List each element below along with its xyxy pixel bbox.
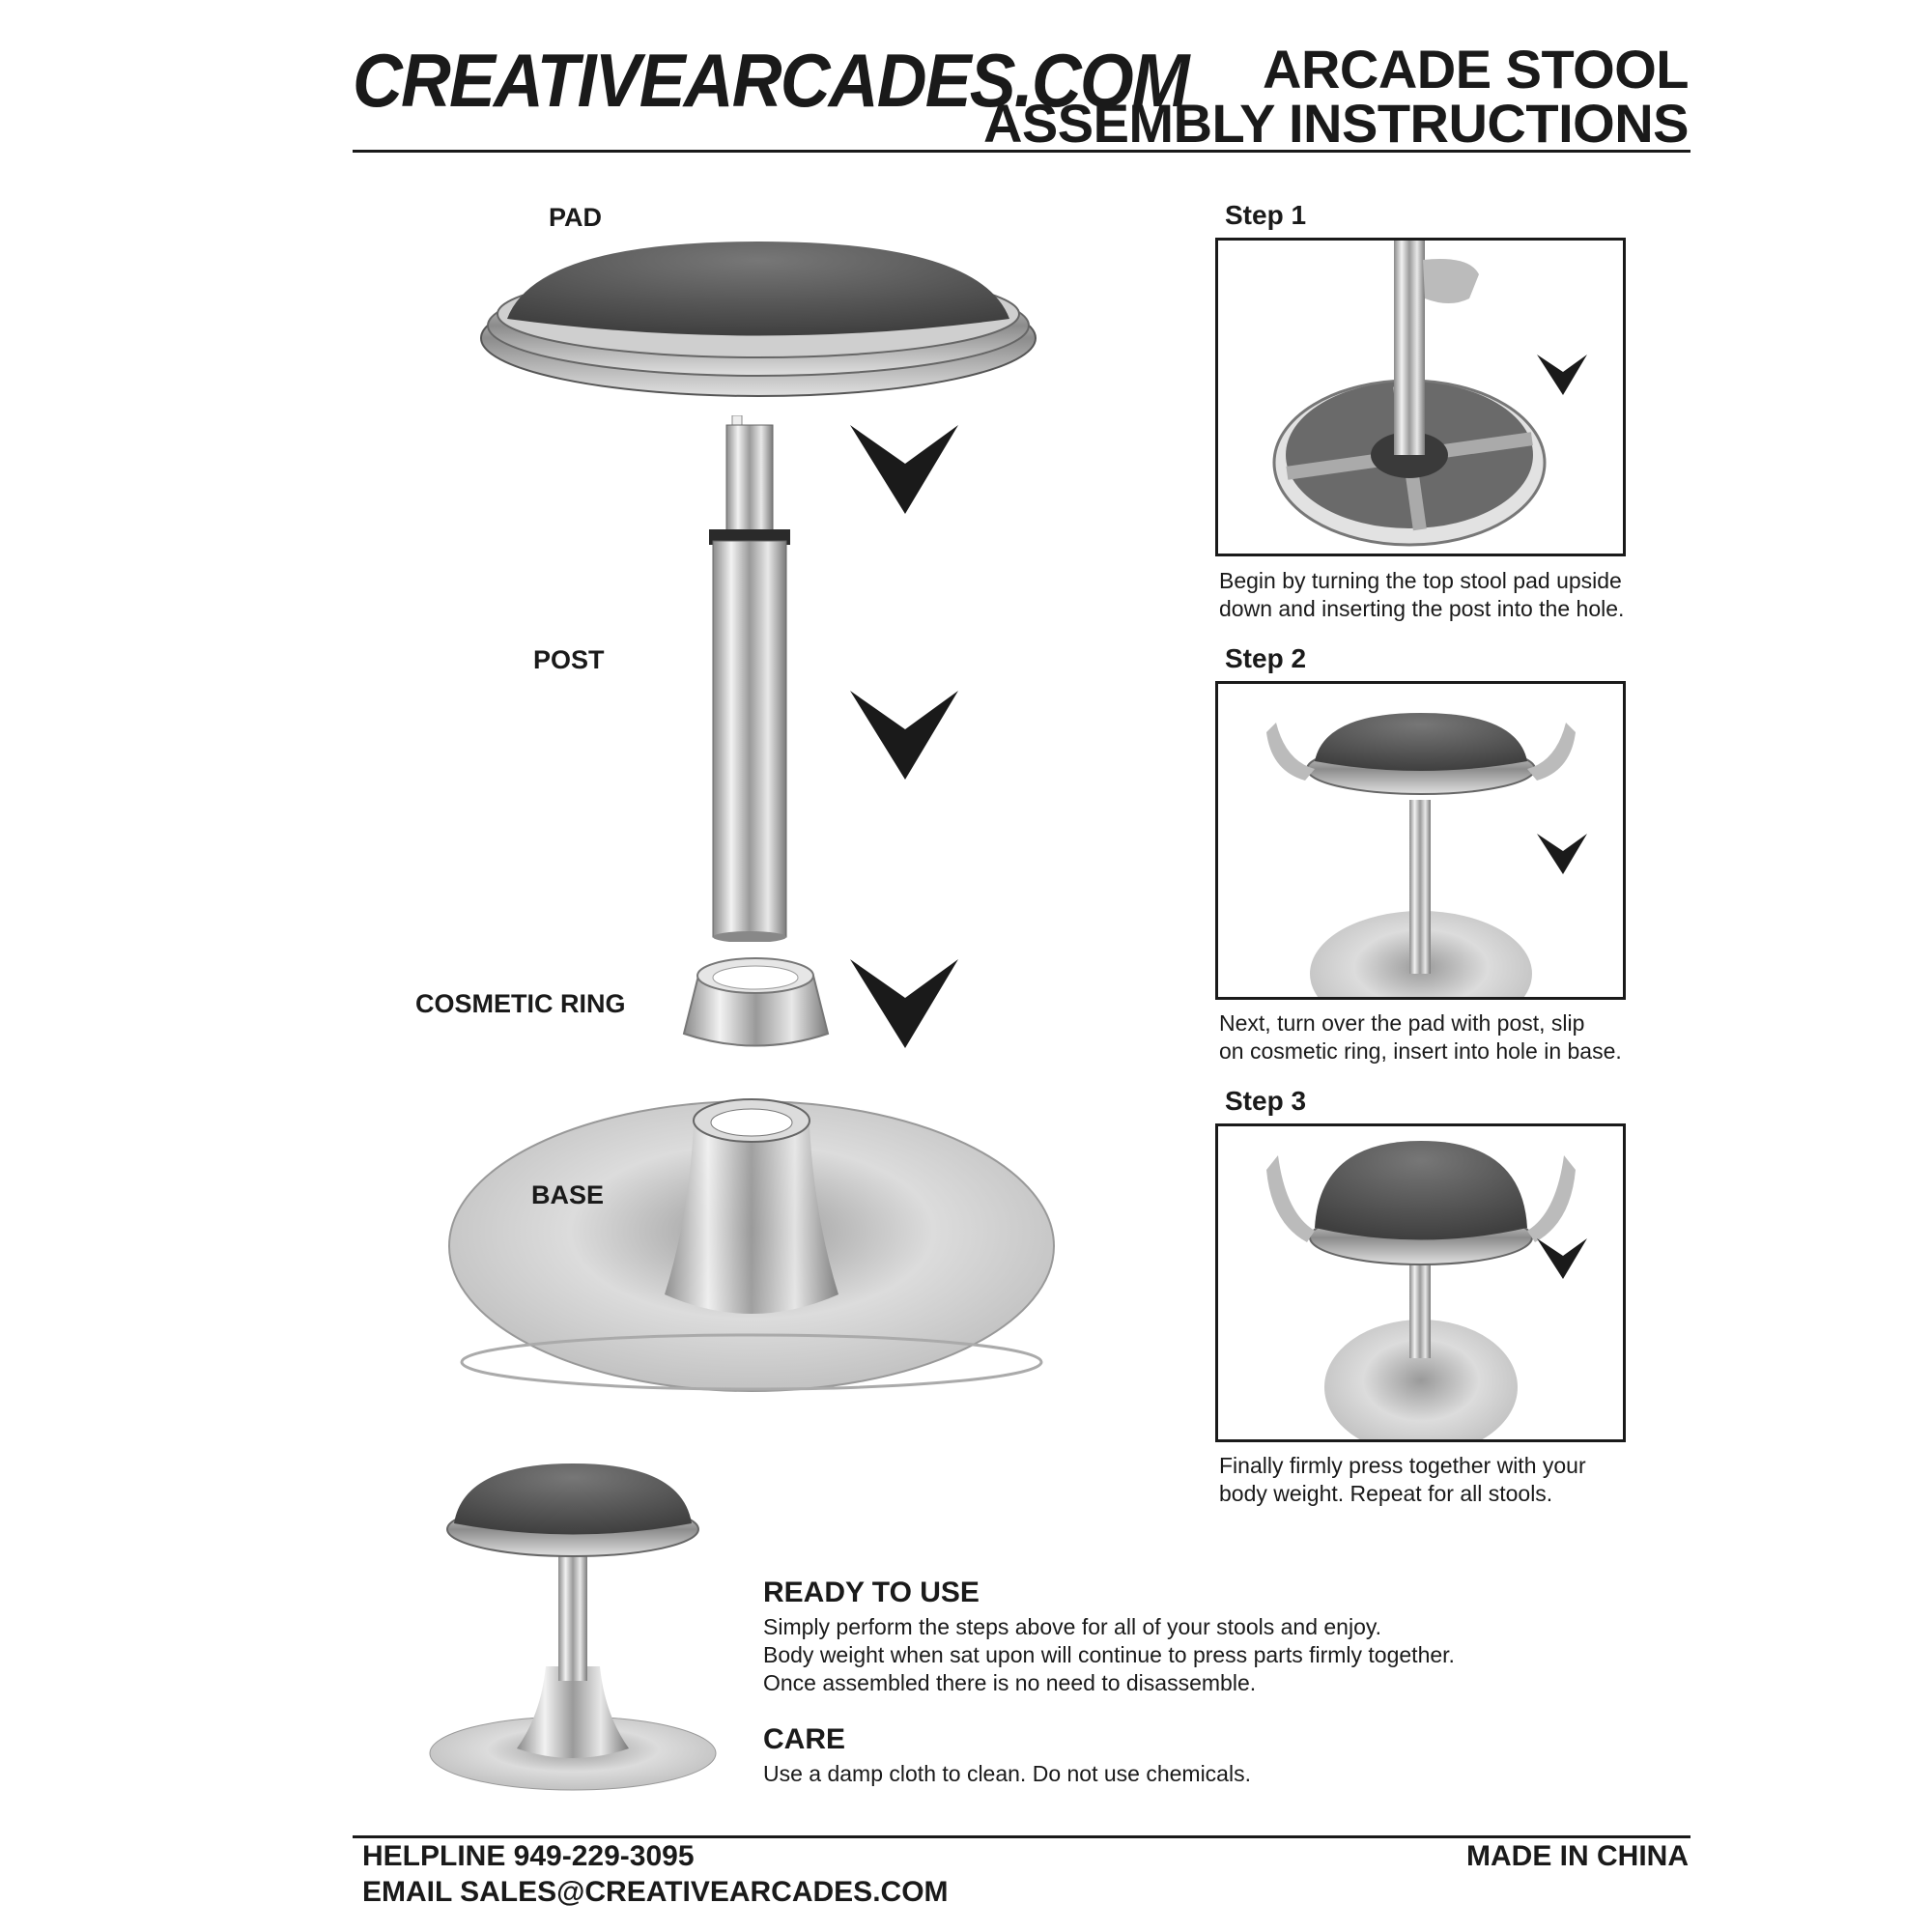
step-3-label: Step 3 [1225, 1086, 1307, 1116]
post-illustration [709, 415, 790, 942]
step-2-label: Step 2 [1225, 643, 1307, 673]
label-base: BASE [531, 1180, 605, 1209]
down-arrow-icon [850, 691, 958, 780]
title-line-2: ASSEMBLY INSTRUCTIONS [982, 93, 1690, 154]
title-line-1: ARCADE STOOL [1263, 39, 1690, 99]
care-heading: CARE [763, 1723, 846, 1755]
label-pad: PAD [549, 203, 603, 232]
step-1-photo [1215, 238, 1626, 556]
base-illustration [448, 1098, 1055, 1392]
pad-illustration [480, 242, 1037, 397]
care-text: Use a damp cloth to clean. Do not use ch… [763, 1761, 1251, 1786]
step-2-photo [1215, 681, 1626, 1000]
label-cosmetic-ring: COSMETIC RING [415, 989, 626, 1018]
ready-heading: READY TO USE [763, 1577, 980, 1608]
down-arrow-icon [850, 425, 958, 514]
step-2-caption: Next, turn over the pad with post, slip … [1219, 1010, 1622, 1064]
step-1-caption: Begin by turning the top stool pad upsid… [1219, 568, 1625, 621]
label-post: POST [533, 645, 605, 674]
brand-logo: CREATIVEARCADES.COM [353, 38, 1190, 123]
document-title: ARCADE STOOL ASSEMBLY INSTRUCTIONS [982, 39, 1690, 154]
step-1-label: Step 1 [1225, 200, 1307, 230]
made-in-label: MADE IN CHINA [1466, 1840, 1689, 1872]
ready-text: Simply perform the steps above for all o… [763, 1614, 1455, 1695]
step-3-photo [1215, 1123, 1626, 1442]
helpline: HELPLINE 949-229-3095 [362, 1840, 695, 1872]
down-arrow-icon [850, 959, 958, 1048]
email: EMAIL SALES@CREATIVEARCADES.COM [362, 1876, 949, 1908]
header-divider [353, 150, 1690, 153]
cosmetic-ring-illustration [682, 957, 830, 1047]
step-3-caption: Finally firmly press together with your … [1219, 1453, 1586, 1506]
assembled-stool-illustration [429, 1463, 717, 1791]
footer-divider [353, 1835, 1690, 1838]
